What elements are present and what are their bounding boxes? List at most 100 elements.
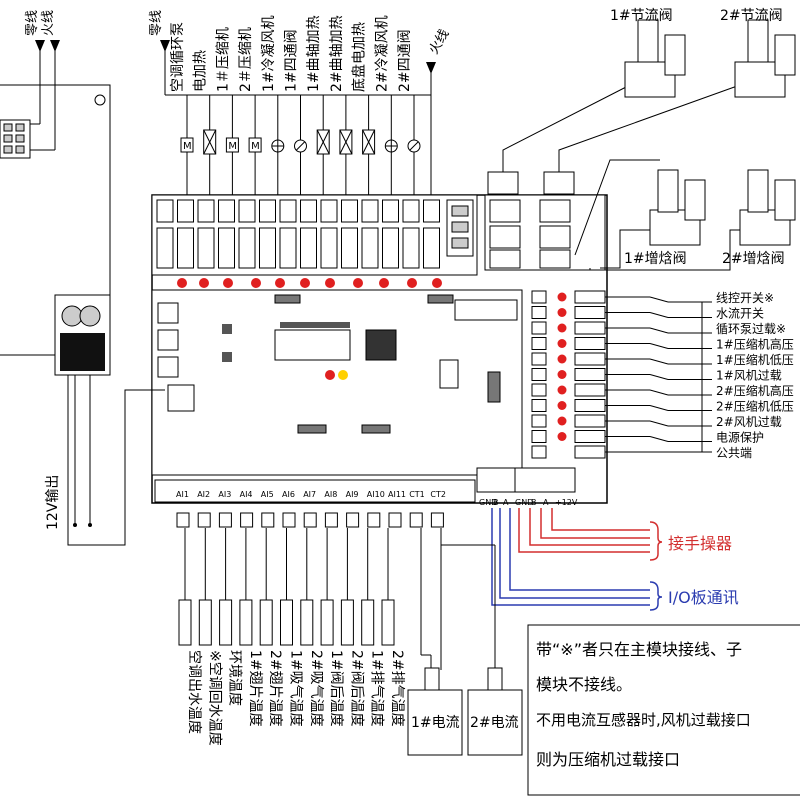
current-2-label: 2#电流	[470, 715, 519, 731]
input-terminal	[574, 399, 606, 412]
input-label: 1#压缩机高压	[716, 337, 794, 352]
fuse-block	[446, 199, 474, 257]
sensor-probe	[300, 599, 314, 646]
sensor-label: 环境温度	[227, 650, 243, 706]
valve-ev2-label: 2#增焓阀	[722, 251, 785, 267]
input-terminal	[574, 445, 606, 459]
relay-bank	[156, 199, 440, 269]
load-label: 1#曲轴加热	[306, 15, 322, 92]
ai-plug	[197, 512, 211, 528]
ai-plug	[261, 512, 275, 528]
ai-label: AI8	[324, 490, 337, 499]
relay	[300, 227, 317, 269]
input-led	[557, 323, 567, 333]
ai-label: AI9	[346, 490, 359, 499]
note-line-2: 模块不接线。	[536, 675, 632, 694]
relay-terminal	[238, 199, 256, 223]
relay-terminal	[341, 199, 358, 223]
load-label: 2＃压缩机	[238, 27, 254, 92]
relay	[177, 227, 194, 269]
input-indicator	[531, 399, 547, 412]
right-inputs: 线控开关※水流开关循环泵过载※1#压缩机高压1#压缩机低压1#风机过载2#压缩机…	[531, 290, 794, 460]
relay-terminal	[177, 199, 194, 223]
sensor-probe	[280, 599, 293, 646]
input-led	[557, 292, 567, 302]
comm-pin-label: GND	[479, 498, 497, 507]
input-label: 2#压缩机低压	[716, 399, 794, 414]
ai-plug	[346, 512, 360, 528]
input-label: 1#风机过载	[716, 369, 782, 383]
relay	[361, 227, 379, 269]
comm-terminal	[476, 467, 576, 493]
sensor-label: ※空调回水温度	[206, 650, 222, 746]
load-label: 1#四通阀	[284, 29, 300, 92]
input-indicator	[531, 368, 547, 381]
input-indicator	[531, 306, 547, 319]
input-led	[557, 308, 567, 317]
ai-label: CT2	[430, 490, 446, 499]
valve-connectors	[484, 194, 606, 271]
load-label: 底盘电加热	[351, 22, 368, 92]
relay-leds	[177, 278, 442, 288]
relay-led	[432, 278, 442, 288]
valve-ev1-label: 1#增焓阀	[624, 251, 687, 267]
relay	[341, 227, 358, 269]
relay-led	[223, 278, 233, 288]
svg-text:M: M	[183, 141, 192, 152]
relay-terminal	[156, 199, 174, 223]
sensor-probe	[320, 599, 334, 646]
valve-tv1-label: 1#节流阀	[610, 8, 673, 24]
comm-pin-label: B	[493, 498, 499, 507]
power-12v-output: 12V输出	[45, 294, 165, 546]
current-sensors: 1#电流 2#电流	[407, 528, 523, 756]
sensor-label: 2#排气温度	[389, 650, 405, 727]
throttle-valve-cables	[487, 84, 760, 271]
ai-label: AI11	[388, 490, 406, 499]
io-board-wiring: I/O板通讯	[491, 508, 739, 611]
relay-led	[407, 278, 417, 288]
relay-led	[199, 278, 209, 288]
sensor-label: 2#翅片温度	[267, 650, 283, 727]
relay-terminal	[361, 199, 379, 223]
ai-label: AI5	[261, 490, 274, 499]
input-label: 2#压缩机高压	[716, 383, 794, 398]
input-led	[557, 339, 567, 348]
ai-plug	[324, 512, 338, 528]
relay	[156, 227, 174, 269]
io-board-label: I/O板通讯	[668, 588, 739, 607]
note-line-1: 带“※”者只在主模块接线、子	[536, 640, 742, 659]
ai-plug	[409, 512, 423, 528]
live-label-left: 火线	[41, 10, 56, 36]
sensor-probe	[259, 599, 273, 646]
motor-icon	[248, 137, 262, 153]
input-label: 水流开关	[716, 307, 764, 321]
ai-plug	[430, 512, 444, 528]
live-label-top: 火线	[426, 27, 452, 57]
ai-plug	[240, 512, 254, 528]
relay	[423, 227, 440, 269]
valve-ev2: 2#增焓阀	[722, 169, 796, 267]
comm-pin-label: A	[543, 498, 549, 507]
valve-tv1: 1#节流阀	[610, 8, 686, 98]
relay-terminal	[259, 199, 276, 223]
relay	[197, 227, 215, 269]
relay-led	[325, 278, 335, 288]
input-label: 循环泵过载※	[716, 322, 786, 336]
relay-led	[275, 278, 285, 288]
input-terminal	[574, 430, 606, 443]
relay	[259, 227, 276, 269]
ai-label: AI10	[367, 490, 385, 499]
ai-plug	[303, 512, 317, 528]
input-led	[557, 370, 567, 379]
notes-box: 带“※”者只在主模块接线、子 模块不接线。 不用电流互感器时,风机过载接口 则为…	[527, 624, 800, 796]
input-label: 电源保护	[716, 431, 764, 445]
load-label: 1#冷凝风机	[261, 15, 277, 92]
load-label: 2#冷凝风机	[374, 15, 390, 92]
input-label: 线控开关※	[716, 291, 774, 305]
neutral-label-top: 零线	[149, 10, 164, 36]
input-terminal	[574, 290, 606, 304]
sensor-label: 1#排气温度	[369, 650, 385, 727]
comm-pin-label: GND	[515, 498, 533, 507]
input-terminal	[574, 306, 606, 319]
